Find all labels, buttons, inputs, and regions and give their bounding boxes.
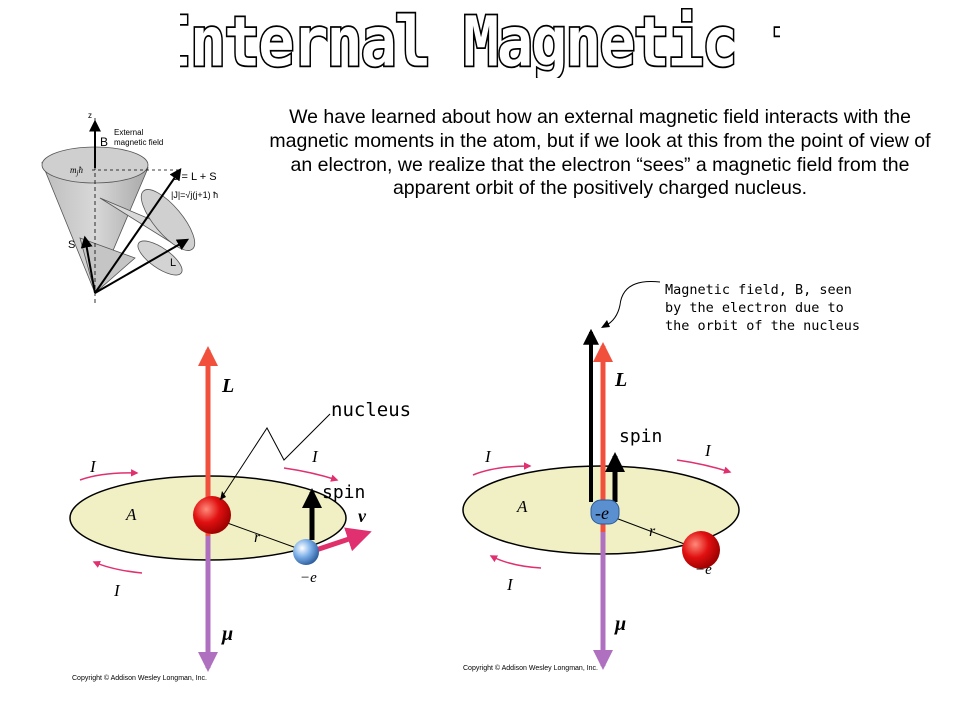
current-arrow-top-left bbox=[79, 469, 139, 481]
field-note-line-3: the orbit of the nucleus bbox=[665, 318, 861, 334]
mu-label-right: μ bbox=[614, 613, 626, 635]
right-orbit-figure: -e L μ I I I A r −e Copyright © Addison … bbox=[462, 280, 740, 672]
intro-paragraph: We have learned about how an external ma… bbox=[269, 106, 931, 200]
nucleus-sphere-left bbox=[193, 496, 231, 534]
spin-label-right: spin bbox=[619, 426, 663, 447]
current-label-r2: I bbox=[704, 441, 712, 460]
current-label-r1: I bbox=[484, 447, 492, 466]
electron-label-right: -e bbox=[595, 503, 609, 523]
l-cone-base bbox=[140, 189, 196, 251]
vector-cone-diagram: z B External magnetic field mjħ J = L + … bbox=[41, 111, 218, 303]
current-arrow-r3 bbox=[489, 555, 542, 569]
radius-line-right bbox=[604, 513, 696, 549]
electron-marker-right bbox=[590, 499, 620, 525]
slide-title: The Internal Magnetic field bbox=[18, 1, 944, 84]
area-label-left: A bbox=[125, 505, 137, 524]
current-arrow-r2 bbox=[676, 459, 732, 474]
electron-sphere-left bbox=[293, 539, 319, 565]
v-label: v bbox=[358, 506, 367, 526]
nucleus-pointer bbox=[219, 413, 331, 501]
external-label-2: magnetic field bbox=[114, 138, 163, 147]
copyright-right: Copyright © Addison Wesley Longman, Inc. bbox=[463, 664, 598, 672]
external-label-1: External bbox=[114, 128, 144, 137]
j-magnitude: |J|=√j(j+1) ħ bbox=[171, 190, 218, 200]
s-cone bbox=[79, 237, 136, 294]
b-label: B bbox=[100, 135, 108, 149]
mj-label: mjħ bbox=[70, 165, 83, 177]
z-axis-label: z bbox=[88, 111, 92, 120]
s-cone-base bbox=[137, 240, 183, 276]
field-note-line-2: by the electron due to bbox=[665, 300, 844, 316]
current-label-1: I bbox=[89, 457, 97, 476]
l-label: L bbox=[170, 257, 176, 269]
l-label-left: L bbox=[221, 375, 234, 397]
current-arrow-r1 bbox=[472, 462, 532, 476]
electron-label-left: −e bbox=[300, 570, 317, 586]
area-label-right: A bbox=[516, 497, 528, 516]
nucleus-label: nucleus bbox=[331, 399, 412, 421]
nucleus-sphere-right bbox=[682, 531, 720, 569]
current-label-3: I bbox=[113, 581, 121, 600]
mu-label-left: μ bbox=[221, 623, 233, 645]
field-note-pointer-head bbox=[601, 320, 610, 328]
field-note-line-1: Magnetic field, B, seen bbox=[665, 282, 852, 298]
copyright-left: Copyright © Addison Wesley Longman, Inc. bbox=[72, 674, 207, 682]
current-arrow-top-right bbox=[283, 467, 339, 482]
nucleus-pointer-head bbox=[220, 491, 226, 500]
field-note: Magnetic field, B, seen by the electron … bbox=[665, 281, 860, 335]
current-label-2: I bbox=[311, 447, 319, 466]
r-label-right: r bbox=[649, 523, 656, 540]
s-label: S bbox=[68, 239, 75, 251]
j-equation: J = L + S bbox=[173, 171, 217, 183]
left-orbit-figure: L μ I I I A r −e v Copyright © Addison W… bbox=[69, 346, 372, 682]
s-vector bbox=[80, 235, 96, 294]
j-vector bbox=[94, 168, 182, 294]
nucleus-electron-label: −e bbox=[695, 562, 712, 578]
l-label-right: L bbox=[614, 369, 627, 391]
title-text: The Internal Magnetic field bbox=[180, 8, 780, 78]
velocity-arrow bbox=[309, 527, 372, 555]
current-label-r3: I bbox=[506, 575, 514, 594]
field-note-pointer bbox=[604, 280, 661, 327]
current-arrow-bottom bbox=[92, 561, 143, 574]
spin-label-left: spin bbox=[322, 482, 366, 503]
r-label-left: r bbox=[254, 529, 261, 546]
title-graphic: The Internal Magnetic field bbox=[18, 1, 944, 84]
l-vector bbox=[94, 238, 190, 294]
